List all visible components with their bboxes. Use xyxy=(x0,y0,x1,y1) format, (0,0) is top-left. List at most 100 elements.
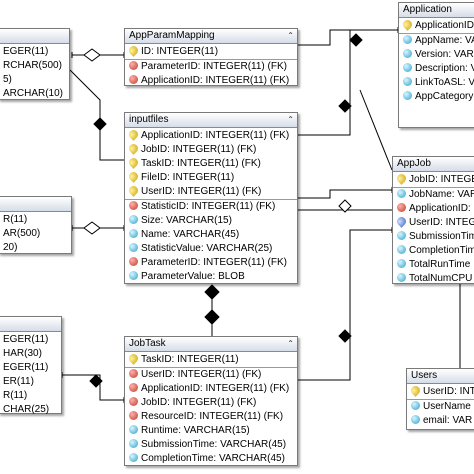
fk-icon xyxy=(397,203,406,212)
entity-header[interactable] xyxy=(0,197,71,212)
entity-header[interactable]: AppParamMapping ⌃ xyxy=(125,29,297,44)
attribute-row[interactable]: RCHAR(500) xyxy=(0,59,69,73)
attribute-text: ApplicationID: INT xyxy=(415,20,474,31)
attribute-row[interactable]: AppCategory: VA xyxy=(399,90,474,104)
entity-header[interactable] xyxy=(0,317,61,332)
entity-left-bottom[interactable]: EGER(11)HAR(30)EGER(11)ER(11)R(11)CHAR(2… xyxy=(0,316,62,417)
attribute-text: CompletionTime: VARCHAR(45) xyxy=(141,453,285,464)
entity-title: AppParamMapping xyxy=(129,30,215,41)
attribute-row[interactable]: JobID: INTEGER(11) (FK) xyxy=(125,143,297,157)
attribute-row[interactable]: ApplicationID: INT xyxy=(399,19,474,34)
entity-header[interactable]: Users xyxy=(407,369,474,384)
attribute-row[interactable]: LinkToASL: VARCH xyxy=(399,76,474,90)
entity-appjob[interactable]: AppJob JobID: INTEGERJobName: VARCApplic… xyxy=(392,156,474,284)
attribute-row[interactable]: UserID: INTEGER xyxy=(393,216,474,230)
attribute-row[interactable]: ER(11) xyxy=(0,375,61,389)
attribute-row[interactable]: Version: VARCH xyxy=(399,48,474,62)
attribute-row[interactable]: UserID: INTEGER(11) (FK) xyxy=(125,185,297,200)
attribute-row[interactable]: R(11) xyxy=(0,213,71,227)
attribute-text: SubmissionTime: VARCHAR(45) xyxy=(141,439,287,450)
attribute-row[interactable]: ParameterID: INTEGER(11) (FK) xyxy=(125,60,297,74)
attribute-text: EGER(11) xyxy=(3,46,49,57)
entity-header[interactable]: JobTask ⌃ xyxy=(125,337,297,352)
attribute-text: StatisticID: INTEGER(11) (FK) xyxy=(141,201,276,212)
fk-icon xyxy=(129,369,138,378)
attribute-row[interactable]: SubmissionTime: VARCHAR(45) xyxy=(125,438,297,452)
attribute-row[interactable]: ApplicationID: INTEGER(11) (FK) xyxy=(125,382,297,396)
attribute-row[interactable]: ParameterID: INTEGER(11) (FK) xyxy=(125,256,297,270)
attribute-row[interactable]: ApplicationID: xyxy=(393,202,474,216)
attribute-row[interactable]: ApplicationID: INTEGER(11) (FK) xyxy=(125,74,297,88)
attribute-row[interactable]: Name: VARCHAR(45) xyxy=(125,228,297,242)
attribute-row[interactable]: UserID: INTEGE xyxy=(407,385,474,400)
attribute-text: UserName xyxy=(423,401,471,412)
attribute-row[interactable]: email: VAR xyxy=(407,414,474,428)
attribute-row[interactable]: TotalNumCPU xyxy=(393,272,474,286)
attribute-text: ParameterValue: BLOB xyxy=(141,271,245,282)
entity-title: JobTask xyxy=(129,338,166,349)
attribute-row[interactable]: EGER(11) xyxy=(0,333,61,347)
entity-inputfiles[interactable]: inputfiles⌃ ApplicationID: INTEGER(11) (… xyxy=(124,112,298,284)
attribute-row[interactable]: EGER(11) xyxy=(0,361,61,375)
entity-app-param-mapping[interactable]: AppParamMapping ⌃ ID: INTEGER(11)Paramete… xyxy=(124,28,298,86)
attribute-row[interactable]: 20) xyxy=(0,241,71,255)
attribute-row[interactable]: 5) xyxy=(0,73,69,87)
attribute-row[interactable]: ID: INTEGER(11) xyxy=(125,45,297,60)
attribute-row[interactable]: ARCHAR(10) xyxy=(0,87,69,101)
attribute-row[interactable]: JobName: VARC xyxy=(393,188,474,202)
attribute-row[interactable]: TaskID: INTEGER(11) (FK) xyxy=(125,157,297,171)
entity-header[interactable] xyxy=(0,29,69,44)
attribute-row[interactable]: CompletionTime: VARCHAR(45) xyxy=(125,452,297,466)
attribute-row[interactable]: UserName xyxy=(407,400,474,414)
attribute-icon xyxy=(129,229,138,238)
attribute-text: FileID: INTEGER(11) xyxy=(141,172,235,183)
attribute-icon xyxy=(397,245,406,254)
attribute-row[interactable]: ParameterValue: BLOB xyxy=(125,270,297,284)
attribute-row[interactable]: Runtime: VARCHAR(15) xyxy=(125,424,297,438)
attribute-text: EGER(11) xyxy=(3,334,49,345)
fk-icon xyxy=(129,61,138,70)
attribute-text: LinkToASL: VARCH xyxy=(415,77,474,88)
attribute-row[interactable]: JobID: INTEGER xyxy=(393,173,474,188)
attribute-row[interactable]: AR(500) xyxy=(0,227,71,241)
attribute-row[interactable]: EGER(11) xyxy=(0,45,69,59)
chevron-icon[interactable]: ⌃ xyxy=(287,115,294,124)
entity-application[interactable]: Application ApplicationID: INT AppName: V… xyxy=(398,2,474,128)
attribute-text: CompletionTim xyxy=(409,245,474,256)
attribute-text: UserID: INTEGER xyxy=(409,217,474,228)
attribute-row[interactable]: R(11) xyxy=(0,389,61,403)
attribute-row[interactable]: UserID: INTEGER(11) (FK) xyxy=(125,368,297,382)
entity-left-top[interactable]: EGER(11) RCHAR(500)5)ARCHAR(10) xyxy=(0,28,70,100)
attribute-row[interactable]: StatisticID: INTEGER(11) (FK) xyxy=(125,200,297,214)
attribute-row[interactable]: TotalRunTime xyxy=(393,258,474,272)
entity-header[interactable]: Application xyxy=(399,3,474,18)
attribute-row[interactable]: ResourceID: INTEGER(11) (FK) xyxy=(125,410,297,424)
entity-header[interactable]: inputfiles⌃ xyxy=(125,113,297,128)
attribute-row[interactable]: JobID: INTEGER(11) (FK) xyxy=(125,396,297,410)
attribute-text: JobID: INTEGER(11) (FK) xyxy=(141,144,257,155)
attribute-row[interactable]: StatisticValue: VARCHAR(25) xyxy=(125,242,297,256)
chevron-icon[interactable]: ⌃ xyxy=(287,31,294,40)
chevron-icon[interactable]: ⌃ xyxy=(287,339,294,348)
entity-users[interactable]: Users UserID: INTEGEUserName email: VAR xyxy=(406,368,474,430)
attribute-row[interactable]: CompletionTim xyxy=(393,244,474,258)
attribute-text: UserID: INTEGER(11) (FK) xyxy=(141,369,262,380)
attribute-row[interactable]: ApplicationID: INTEGER(11) (FK) xyxy=(125,129,297,143)
entity-title: Users xyxy=(411,370,438,381)
attribute-row[interactable]: SubmissionTim xyxy=(393,230,474,244)
attribute-row[interactable]: Description: VA xyxy=(399,62,474,76)
entity-header[interactable]: AppJob xyxy=(393,157,474,172)
attribute-row[interactable]: AppName: VARCH xyxy=(399,34,474,48)
attribute-row[interactable]: HAR(30) xyxy=(0,347,61,361)
key-icon xyxy=(127,353,140,365)
attribute-row[interactable]: CHAR(25) xyxy=(0,403,61,417)
attribute-row[interactable]: Size: VARCHAR(15) xyxy=(125,214,297,228)
attribute-text: R(11) xyxy=(3,390,28,401)
attribute-text: Name: VARCHAR(45) xyxy=(141,229,240,240)
attribute-icon xyxy=(397,231,406,240)
fk-icon xyxy=(129,75,138,84)
entity-left-mid[interactable]: R(11)AR(500)20) xyxy=(0,196,72,254)
attribute-row[interactable]: TaskID: INTEGER(11) xyxy=(125,353,297,368)
attribute-row[interactable]: FileID: INTEGER(11) xyxy=(125,171,297,185)
entity-jobtask[interactable]: JobTask ⌃ TaskID: INTEGER(11)UserID: INTE… xyxy=(124,336,298,466)
